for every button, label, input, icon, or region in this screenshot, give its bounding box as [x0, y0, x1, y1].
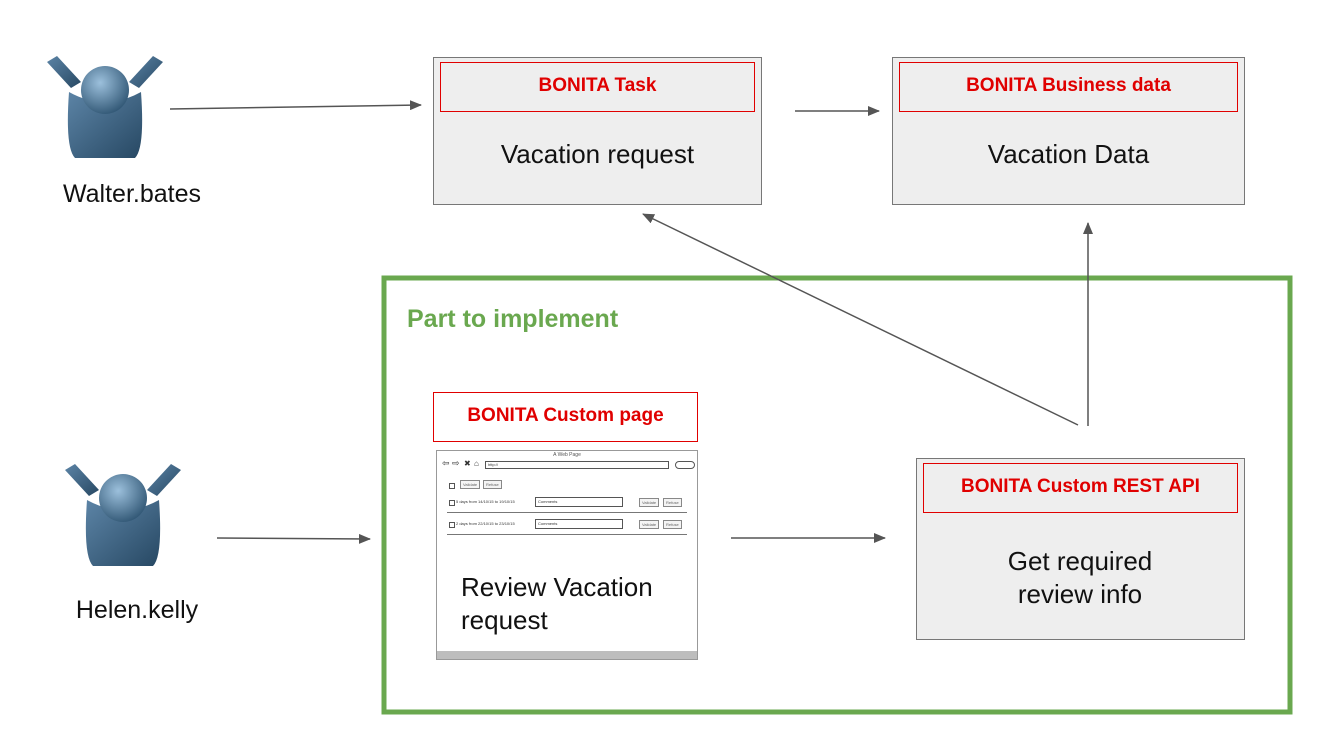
implement-group-frame: [381, 275, 1293, 715]
rest-api-tag: BONITA Custom REST API: [923, 463, 1238, 513]
mockup-row-divider: [447, 512, 687, 513]
business-data-tag: BONITA Business data: [899, 62, 1238, 112]
user-icon: [65, 464, 181, 566]
mockup-status-bar: [437, 651, 697, 659]
actor-name-walter: Walter.bates: [62, 180, 202, 208]
task-tag: BONITA Task: [440, 62, 755, 112]
mockup-validate-button: Validate: [639, 498, 660, 507]
mockup-refuse-button: Refuse: [663, 520, 682, 529]
task-label: Vacation request: [500, 139, 695, 169]
mockup-refuse-button: Refuse: [663, 498, 682, 507]
user-icon: [47, 56, 163, 158]
back-icon: ⇦: [442, 458, 450, 468]
home-icon: ⌂: [474, 459, 479, 468]
custom-page-mockup: A Web Page ⇦ ⇨ ✖ ⌂ http:// Validate Refu…: [436, 450, 698, 660]
mockup-row-text: 2 days from 22/10/15 to 23/10/15: [456, 521, 515, 526]
custom-page-tag: BONITA Custom page: [433, 392, 698, 442]
arrow-helen-to-custom-page: [216, 533, 371, 544]
mockup-validate-button: Validate: [639, 520, 660, 529]
mockup-row-divider: [447, 534, 687, 535]
mockup-row-text: 5 days from 14/10/15 to 19/10/15: [456, 499, 515, 504]
mockup-window-title: A Web Page: [553, 452, 581, 458]
mockup-search-field: [675, 461, 695, 469]
mockup-checkbox: [449, 483, 455, 489]
mockup-checkbox: [449, 522, 455, 528]
close-icon: ✖: [464, 459, 471, 468]
forward-icon: ⇨: [452, 458, 460, 468]
arrow-rest-api-to-task: [642, 213, 1079, 426]
mockup-comment-field: Comments: [535, 497, 623, 507]
mockup-header-validate-button: Validate: [460, 480, 481, 489]
mockup-checkbox: [449, 500, 455, 506]
custom-page-label: Review Vacation request: [461, 572, 653, 635]
rest-api-label: Get required review info: [1007, 546, 1153, 609]
mockup-comment-field: Comments: [535, 519, 623, 529]
actor-name-helen: Helen.kelly: [75, 596, 199, 624]
business-data-node: BONITA Business data Vacation Data: [892, 57, 1245, 205]
task-node: BONITA Task Vacation request: [433, 57, 762, 205]
mockup-url-field: http://: [485, 461, 669, 469]
mockup-header-refuse-button: Refuse: [483, 480, 502, 489]
business-data-label: Vacation Data: [987, 139, 1150, 169]
rest-api-node: BONITA Custom REST API Get required revi…: [916, 458, 1245, 640]
implement-group-title: Part to implement: [407, 305, 619, 333]
arrow-walter-to-task: [169, 100, 422, 111]
